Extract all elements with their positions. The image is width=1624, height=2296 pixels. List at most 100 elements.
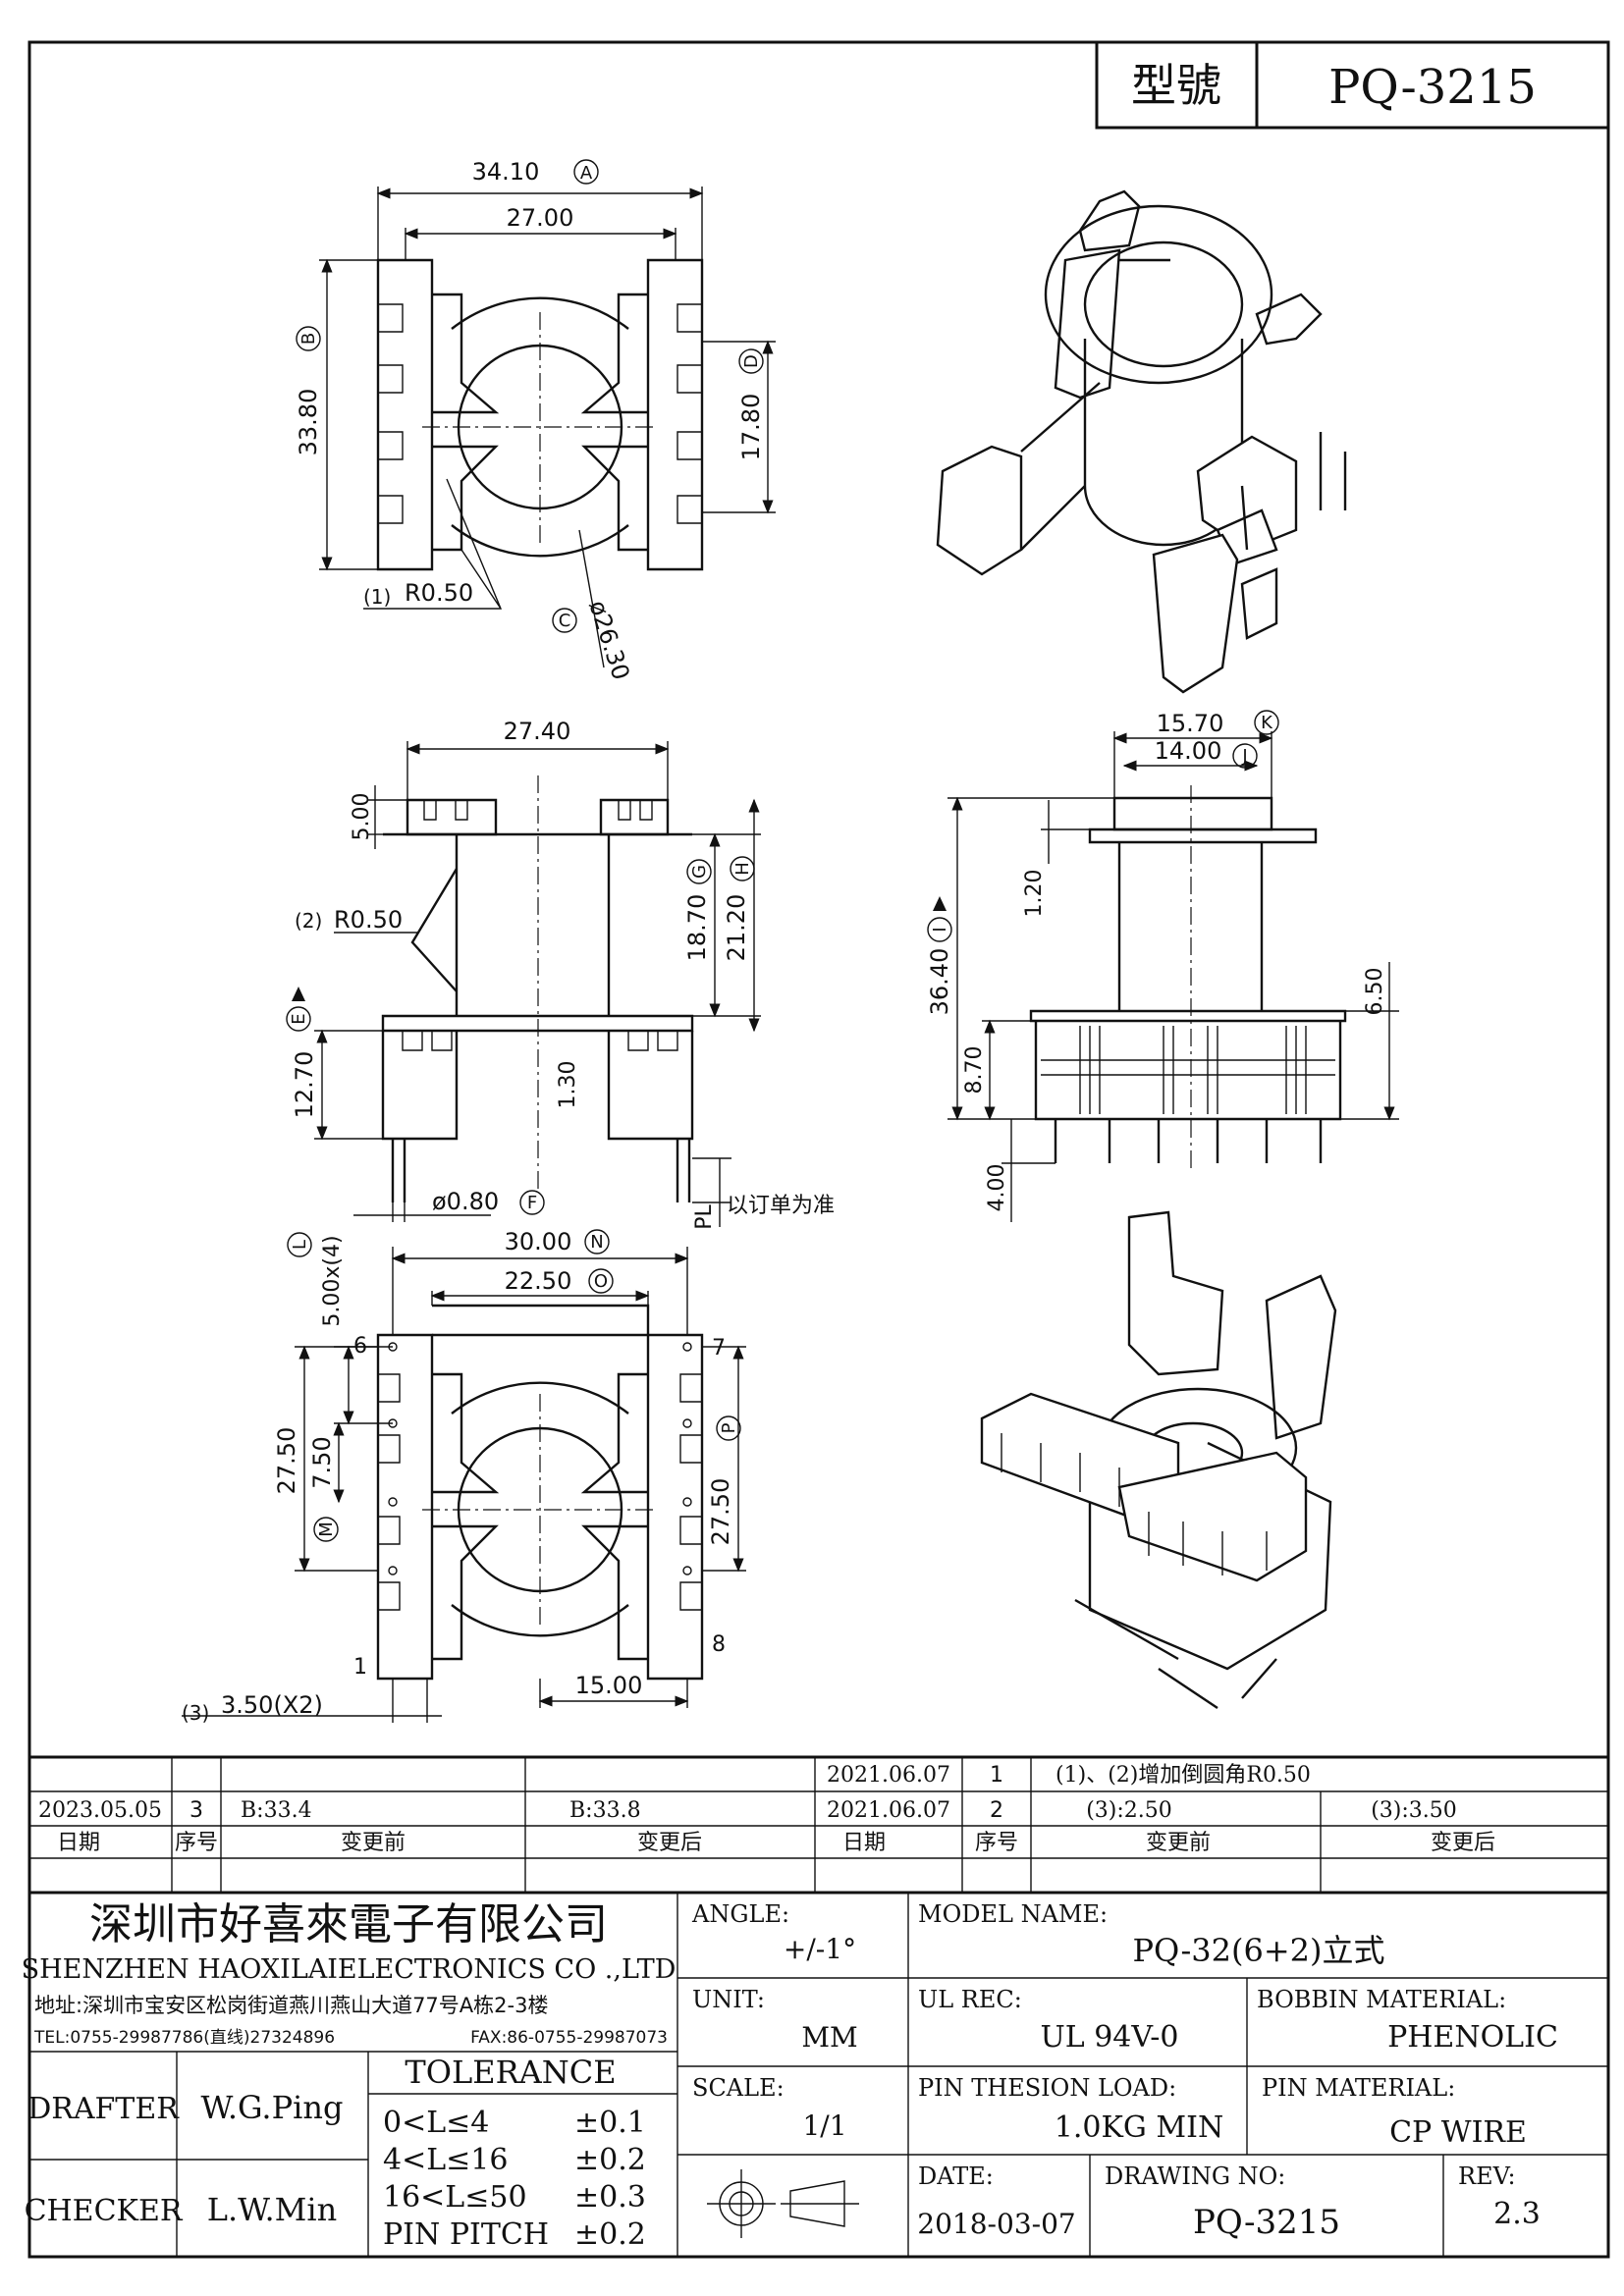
pl-note: 以订单为准 bbox=[727, 1194, 835, 1218]
circ-l: L bbox=[290, 1240, 310, 1250]
circ-g: G bbox=[689, 865, 710, 879]
hdr-date-l: 日期 bbox=[57, 1831, 100, 1855]
dim-i: 36.40 bbox=[926, 948, 953, 1016]
unit-value: MM bbox=[801, 2021, 857, 2054]
pin-8: 8 bbox=[712, 1632, 726, 1657]
rev-row2-after-l: B:33.8 bbox=[569, 1798, 641, 1823]
top-view: 34.10 A 27.00 33.80 B 17.80 D (1) R0.50 … bbox=[295, 158, 1170, 683]
dim-h: 21.20 bbox=[723, 894, 750, 962]
dim-1500: 15.00 bbox=[575, 1672, 643, 1699]
dim-130: 1.30 bbox=[556, 1061, 580, 1109]
circ-c: C bbox=[559, 611, 571, 631]
ul-label: UL REC: bbox=[918, 1986, 1022, 2013]
circ-n: N bbox=[590, 1232, 603, 1253]
rev-label: REV: bbox=[1458, 2163, 1516, 2190]
projection-symbol bbox=[707, 2169, 859, 2238]
tol-value-2: ±0.2 bbox=[574, 2143, 646, 2177]
scale-value: 1/1 bbox=[802, 2109, 846, 2142]
bottom-view: 30.00 N 22.50 O 5.00x(4) L 6 7 1 8 27.50… bbox=[182, 1228, 746, 1725]
tol-range-3: 16<L≤50 bbox=[383, 2180, 527, 2215]
circ-h: H bbox=[732, 862, 753, 876]
drawing-no-value: PQ-3215 bbox=[1193, 2203, 1340, 2242]
dim-d: 17.80 bbox=[737, 394, 765, 461]
dim-g: 18.70 bbox=[683, 894, 711, 962]
scale-label: SCALE: bbox=[692, 2074, 785, 2102]
rev-row2-date-r: 2021.06.07 bbox=[827, 1798, 950, 1823]
unit-label: UNIT: bbox=[692, 1986, 765, 2013]
dim-p: 27.50 bbox=[707, 1478, 734, 1546]
dim-870: 8.70 bbox=[962, 1046, 987, 1095]
pin-load-label: PIN THESION LOAD: bbox=[918, 2074, 1176, 2102]
circ-e: E bbox=[289, 1013, 309, 1024]
dim-27: 27.00 bbox=[507, 204, 574, 232]
title-block: 深圳市好喜來電子有限公司 SHENZHEN HAOXILAIELECTRONIC… bbox=[22, 1891, 1610, 2259]
hdr-before-l: 变更前 bbox=[341, 1831, 406, 1855]
angle-value: +/-1° bbox=[784, 1933, 856, 1965]
dim-27l: 27.50 bbox=[273, 1427, 300, 1495]
r3-value: 3.50(X2) bbox=[221, 1691, 323, 1719]
tol-value-1: ±0.1 bbox=[574, 2106, 646, 2140]
circ-p: P bbox=[719, 1422, 739, 1433]
ul-value: UL 94V-0 bbox=[1040, 2020, 1178, 2055]
tol-value-3: ±0.3 bbox=[574, 2180, 646, 2215]
dim-o: 22.50 bbox=[505, 1267, 572, 1295]
r2-value: R0.50 bbox=[334, 906, 403, 934]
model-name-label: MODEL NAME: bbox=[918, 1900, 1108, 1928]
circ-a: A bbox=[580, 163, 593, 184]
dim-a: 34.10 bbox=[472, 158, 540, 186]
circ-i: I bbox=[930, 927, 950, 932]
rev-row2-date-l: 2023.05.05 bbox=[38, 1798, 162, 1823]
dim-j: 14.00 bbox=[1155, 737, 1222, 765]
dim-n: 30.00 bbox=[505, 1228, 572, 1255]
circ-k: K bbox=[1261, 713, 1273, 733]
rev-row1-date-r: 2021.06.07 bbox=[827, 1763, 950, 1788]
pin-load-value: 1.0KG MIN bbox=[1055, 2110, 1223, 2145]
tol-range-4: PIN PITCH bbox=[383, 2217, 549, 2252]
company-address: 地址:深圳市宝安区松岗街道燕川燕山大道77号A栋2-3楼 bbox=[34, 1994, 548, 2017]
dim-b: 33.80 bbox=[295, 389, 322, 456]
tolerance-title: TOLERANCE bbox=[405, 2054, 616, 2091]
dim-500: 5.00 bbox=[350, 793, 374, 841]
tol-range-2: 4<L≤16 bbox=[383, 2143, 508, 2177]
circ-j: J bbox=[1241, 746, 1247, 767]
front-view: 15.70 K 14.00 J 36.40 I 1.20 6.50 8.70 4… bbox=[926, 710, 1399, 1222]
pin-mat-value: CP WIRE bbox=[1389, 2115, 1527, 2150]
drafter-label: DRAFTER bbox=[27, 2092, 180, 2126]
model-header: 型號 PQ-3215 bbox=[1095, 40, 1610, 130]
isometric-top bbox=[936, 189, 1347, 694]
company-tel: TEL:0755-29987786(直线)27324896 bbox=[33, 2028, 335, 2048]
dim-w: 27.40 bbox=[504, 718, 571, 745]
checker-value: L.W.Min bbox=[207, 2191, 338, 2228]
dim-k: 15.70 bbox=[1157, 710, 1224, 737]
date-value: 2018-03-07 bbox=[917, 2208, 1075, 2240]
dim-f: ø0.80 bbox=[432, 1188, 499, 1215]
hdr-after-l: 变更后 bbox=[637, 1831, 702, 1855]
drafter-value: W.G.Ping bbox=[201, 2089, 344, 2126]
rev-row1-seq-r: 1 bbox=[990, 1763, 1003, 1788]
rev-row2-seq-l: 3 bbox=[189, 1798, 203, 1823]
dim-650: 6.50 bbox=[1363, 968, 1387, 1016]
date-label: DATE: bbox=[918, 2163, 994, 2190]
rev-value: 2.3 bbox=[1493, 2197, 1541, 2231]
bobbin-value: PHENOLIC bbox=[1387, 2020, 1558, 2055]
side-view: 27.40 5.00 (2) R0.50 18.70 G 21.20 H 12.… bbox=[286, 718, 835, 1230]
model-name-value: PQ-32(6+2)立式 bbox=[1133, 1932, 1385, 1969]
pin-7: 7 bbox=[712, 1336, 726, 1361]
pin-mat-label: PIN MATERIAL: bbox=[1262, 2074, 1455, 2102]
dim-400: 4.00 bbox=[985, 1164, 1009, 1212]
dim-m: 7.50 bbox=[308, 1436, 336, 1488]
hdr-before-r: 变更前 bbox=[1146, 1831, 1211, 1855]
r3-label: (3) bbox=[182, 1701, 209, 1725]
circ-m: M bbox=[316, 1522, 337, 1537]
company-name-en: SHENZHEN HAOXILAIELECTRONICS CO .,LTD bbox=[22, 1954, 677, 1985]
r1-label: (1) bbox=[363, 585, 391, 609]
r1-value: R0.50 bbox=[405, 579, 473, 607]
checker-label: CHECKER bbox=[25, 2194, 184, 2228]
hdr-seq-r: 序号 bbox=[975, 1831, 1018, 1855]
model-value: PQ-3215 bbox=[1328, 60, 1537, 115]
circ-d: D bbox=[741, 354, 762, 368]
company-fax: FAX:86-0755-29987073 bbox=[470, 2028, 668, 2048]
tol-value-4: ±0.2 bbox=[574, 2217, 646, 2252]
rev-row1-desc-r: (1)、(2)增加倒圆角R0.50 bbox=[1056, 1763, 1311, 1788]
